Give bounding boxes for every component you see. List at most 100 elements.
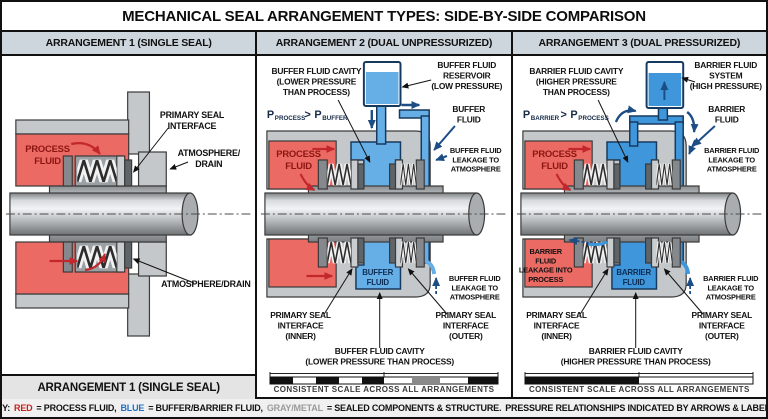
header-arrangement-2: ARRANGEMENT 2 (DUAL UNPRESSURIZED) xyxy=(257,32,513,54)
seal-ring xyxy=(357,163,365,190)
scale-note: CONSISTENT SCALE ACROSS ALL ARRANGEMENTS xyxy=(273,385,495,394)
leader-line xyxy=(169,161,189,170)
flow-arrow xyxy=(84,253,106,272)
pressure-subscript: PROCESS xyxy=(578,115,608,122)
pressure-subscript: BUFFER xyxy=(323,115,349,122)
seal-ring xyxy=(389,237,397,264)
key-blue-word: BLUE xyxy=(120,403,145,413)
key-suffix: PRESSURE RELATIONSHIPS INDICATED BY ARRO… xyxy=(505,403,768,413)
seal-ring xyxy=(612,237,621,264)
leader-line xyxy=(597,99,628,163)
pressure-operator: > xyxy=(305,109,311,121)
leak-trickle xyxy=(424,259,437,275)
scale-note: CONSISTENT SCALE ACROSS ALL ARRANGEMENTS xyxy=(528,385,750,394)
leader-line xyxy=(680,76,695,83)
spring-collar xyxy=(416,237,426,268)
spring-collar-top xyxy=(62,155,73,187)
seal-face xyxy=(606,159,615,190)
pressure-symbol: P xyxy=(315,109,322,121)
pressure-operator: > xyxy=(560,109,566,121)
spring-collar xyxy=(573,159,584,190)
buffer-pipe-horizontal xyxy=(399,109,431,119)
panel1-footer: ARRANGEMENT 1 (SINGLE SEAL) xyxy=(2,371,256,399)
key-gray-def: = SEALED COMPONENTS & STRUCTURE. xyxy=(326,403,502,413)
scale-bar xyxy=(269,372,499,385)
gland-top xyxy=(137,151,167,187)
seal-ring xyxy=(644,163,652,190)
legend-key-row: KEY: RED = PROCESS FLUID, BLUE = BUFFER/… xyxy=(2,397,766,417)
flow-arrow xyxy=(555,173,571,191)
dual-pressurized-diagram: P BARRIER > P PROCESS BARRIER FLUID CAVI… xyxy=(516,60,762,367)
seal-face-bottom xyxy=(116,241,126,273)
seal-face-top xyxy=(116,155,126,187)
leader-line xyxy=(401,79,432,89)
seal-ring-bottom xyxy=(124,241,133,269)
buffer-fluid-leader xyxy=(433,125,456,151)
spring-collar xyxy=(671,237,681,268)
gland-stem-top xyxy=(127,91,151,155)
arrangement1-footer-bar: ARRANGEMENT 1 (SINGLE SEAL) xyxy=(2,374,256,399)
leader-line xyxy=(663,268,704,315)
reservoir-stem xyxy=(376,105,387,145)
leader-line xyxy=(132,258,195,284)
header-arrangement-1: ARRANGEMENT 1 (SINGLE SEAL) xyxy=(2,32,258,54)
seal-ring xyxy=(612,163,621,190)
barrier-fluid-leader xyxy=(692,125,716,147)
key-prefix: KEY: xyxy=(2,403,11,413)
seal-ring xyxy=(644,237,652,264)
spring-collar xyxy=(416,159,426,190)
seal-face xyxy=(606,237,615,268)
title-bar: MECHANICAL SEAL ARRANGEMENT TYPES: SIDE-… xyxy=(2,2,766,32)
pressure-subscript: BARRIER xyxy=(530,115,559,122)
key-blue-def: = BUFFER/BARRIER FLUID, xyxy=(148,403,263,413)
column-headers: ARRANGEMENT 1 (SINGLE SEAL) ARRANGEMENT … xyxy=(2,32,766,56)
key-red-word: RED xyxy=(14,403,33,413)
seal-ring-top xyxy=(124,159,133,187)
flow-up-arrow xyxy=(614,105,637,123)
spring-collar xyxy=(671,159,681,190)
pressure-symbol: P xyxy=(267,109,274,121)
panel2-footer: CONSISTENT SCALE ACROSS ALL ARRANGEMENTS xyxy=(257,371,511,397)
gland-bottom xyxy=(137,241,167,277)
rotation-arrow xyxy=(71,142,101,155)
panel-arrangement-3: P BARRIER > P PROCESS BARRIER FLUID CAVI… xyxy=(512,56,766,397)
seal-ring xyxy=(357,237,365,264)
scale-bar xyxy=(524,372,754,385)
gland-stem-bottom xyxy=(127,273,151,337)
seal-ring xyxy=(389,163,397,190)
leader-line xyxy=(408,268,448,315)
atmosphere-drain-label: ATMOSPHERE/DRAIN xyxy=(178,148,241,169)
key-red-def: = PROCESS FLUID, xyxy=(36,403,117,413)
leader-line xyxy=(338,99,371,163)
leak-trickle-inner xyxy=(587,240,608,247)
seal-face xyxy=(350,159,359,190)
page-title: MECHANICAL SEAL ARRANGEMENT TYPES: SIDE-… xyxy=(122,7,646,25)
key-gray-word: GRAY/METAL xyxy=(266,403,323,413)
flow-down-arrow xyxy=(686,111,699,133)
seal-face xyxy=(350,237,359,268)
panel3-footer: CONSISTENT SCALE ACROSS ALL ARRANGEMENTS xyxy=(512,371,766,397)
pressure-subscript: PROCESS xyxy=(275,115,305,122)
